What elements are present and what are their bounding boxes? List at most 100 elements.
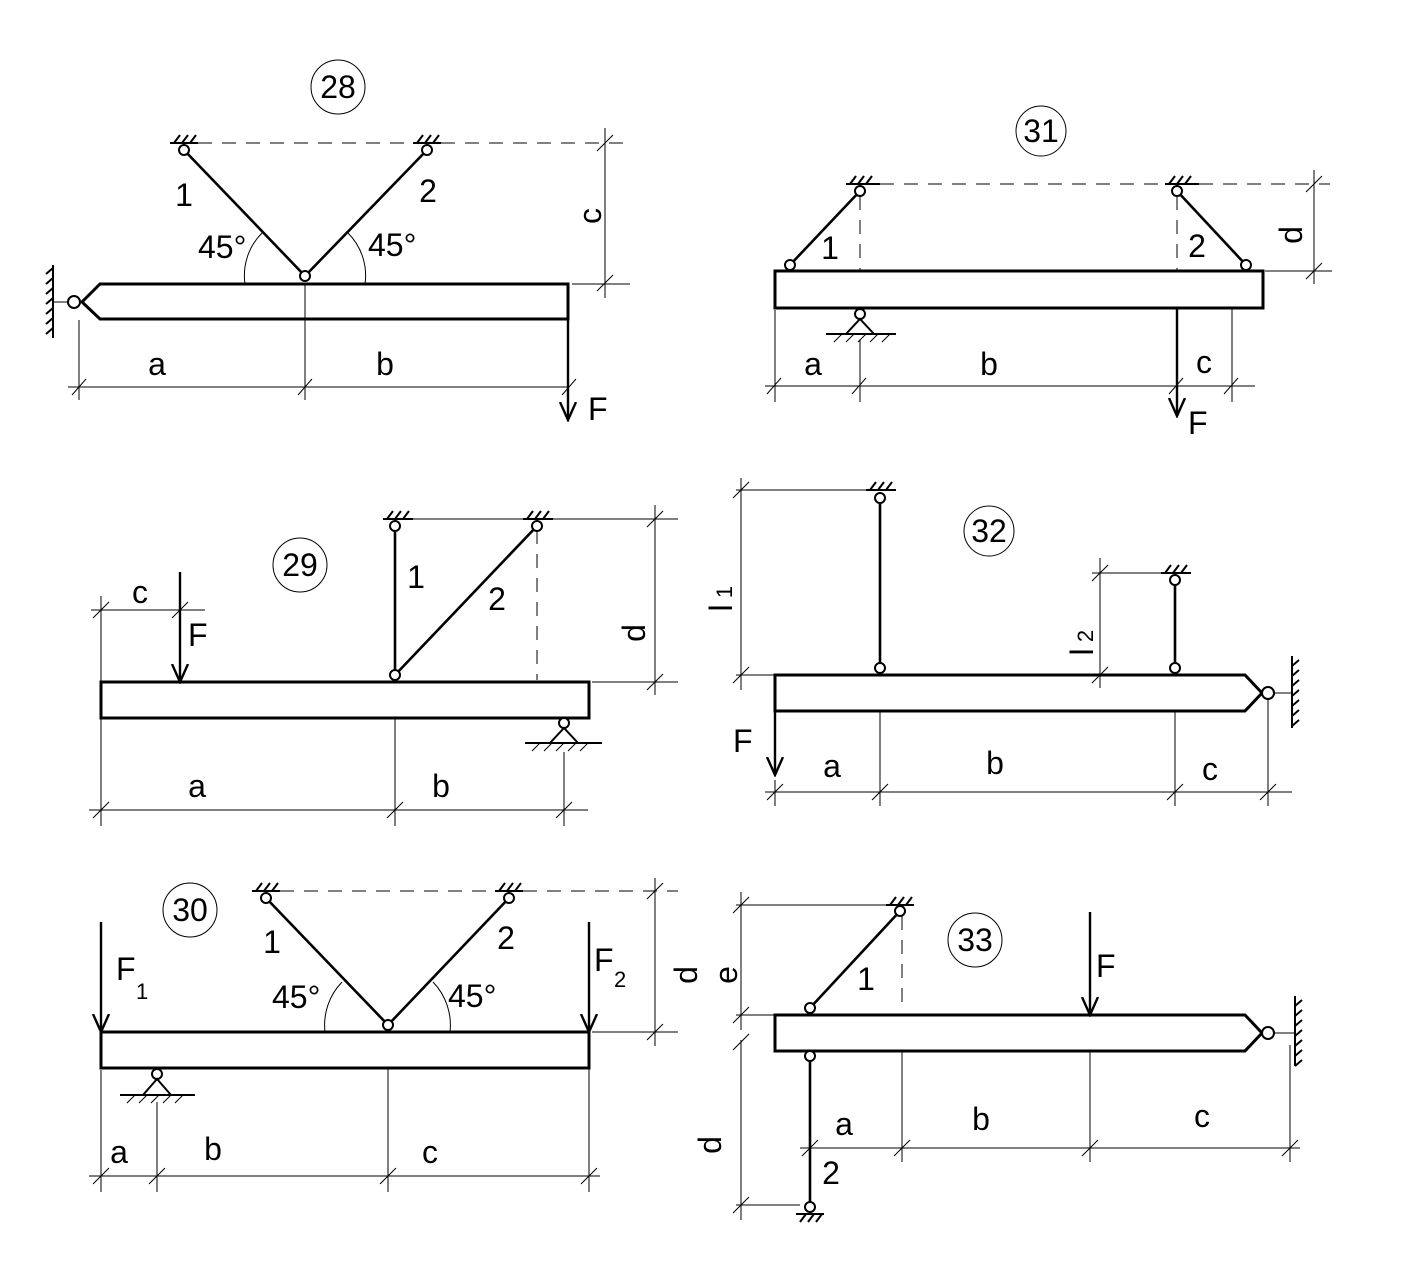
dim-ticks xyxy=(732,896,750,1024)
angle-arc-2 xyxy=(432,981,451,1033)
hinge xyxy=(1171,185,1183,197)
dim-label-a: a xyxy=(835,1106,853,1142)
dim-ticks xyxy=(92,1167,598,1185)
diagram-30: 30 1 2 45° 45° F 1 F 2 xyxy=(89,878,678,1192)
diagram-32: 32 F l 1 l 2 xyxy=(703,478,1300,806)
dim-label-c: c xyxy=(1194,1098,1210,1134)
diagram-28: 28 1 2 45° 45° F a b xyxy=(45,59,630,427)
dim-ticks xyxy=(596,134,614,292)
dim-label-a: a xyxy=(804,346,822,382)
rod-label-2: 2 xyxy=(822,1155,840,1191)
dim-label-c: c xyxy=(132,574,148,610)
wall-hatching xyxy=(1294,999,1303,1067)
dim-label-d-bottom: d xyxy=(692,1136,728,1154)
dim-ticks xyxy=(766,377,1239,395)
diagram-number-circle xyxy=(272,537,328,593)
hinge xyxy=(874,662,886,674)
ceiling-support-1 xyxy=(252,882,280,892)
dim-ticks xyxy=(766,783,1277,801)
ceiling-support-2 xyxy=(523,510,553,520)
ground-hatching xyxy=(531,742,589,752)
hinge xyxy=(503,892,515,904)
force-label: F xyxy=(588,391,608,427)
dim-ticks xyxy=(92,801,573,819)
force-label-1-subscript: 1 xyxy=(136,979,148,1004)
dim-label-b: b xyxy=(204,1131,222,1167)
dim-label-c: c xyxy=(1196,344,1212,380)
rod-label-1: 1 xyxy=(821,230,839,266)
ground-support-2 xyxy=(796,1213,824,1223)
dim-label-d-top: d xyxy=(668,966,704,984)
diagram-29: 29 1 2 F c a b xyxy=(89,505,678,826)
hinge xyxy=(894,905,906,917)
hinge xyxy=(389,520,401,532)
wall-hinge xyxy=(1261,1026,1275,1040)
rod-label-2: 2 xyxy=(488,581,506,617)
hinge xyxy=(1240,259,1252,271)
angle-label-1: 45° xyxy=(198,229,246,265)
dim-label-l2-subscript: 2 xyxy=(1073,630,1098,642)
ground-hatching xyxy=(126,1094,184,1104)
hinge xyxy=(299,270,311,282)
diagram-number-circle xyxy=(310,59,366,115)
force-label: F xyxy=(1096,948,1116,984)
ceiling-support-1 xyxy=(846,175,880,185)
rod-label-2: 2 xyxy=(497,920,515,956)
support-hinge xyxy=(854,308,866,320)
beam xyxy=(773,673,1265,713)
hinge xyxy=(784,259,796,271)
angle-label-2: 45° xyxy=(448,978,496,1014)
diagram-number-circle xyxy=(963,505,1015,557)
hinge xyxy=(1169,662,1181,674)
rod-2 xyxy=(304,149,428,277)
support-triangle xyxy=(142,1077,172,1096)
ceiling-support-2 xyxy=(495,882,523,892)
diagram-number: 29 xyxy=(282,547,318,583)
hinge xyxy=(874,492,886,504)
beam xyxy=(99,1030,591,1070)
diagram-31: 31 1 2 F a b c d xyxy=(765,105,1332,441)
diagram-number-circle xyxy=(947,912,1003,968)
dim-label-b: b xyxy=(376,346,394,382)
force-label-1: F xyxy=(116,951,136,987)
hinge xyxy=(804,1050,816,1062)
dim-label-b: b xyxy=(432,768,450,804)
dim-ticks xyxy=(646,510,664,691)
beam xyxy=(99,680,591,720)
wall-hatching xyxy=(1291,659,1300,727)
rod-1 xyxy=(183,149,306,277)
force-label-2: F xyxy=(594,942,614,978)
rod-label-2: 2 xyxy=(419,173,437,209)
rod-2 xyxy=(394,525,538,676)
dim-label-d: d xyxy=(616,624,652,642)
diagram-number-circle xyxy=(1015,105,1067,157)
hinge xyxy=(260,892,272,904)
angle-label-2: 45° xyxy=(368,227,416,263)
dim-ticks xyxy=(1091,564,1109,684)
angle-label-1: 45° xyxy=(272,979,320,1015)
dim-label-b: b xyxy=(972,1101,990,1137)
dim-label-c: c xyxy=(422,1134,438,1170)
hinge xyxy=(804,1201,816,1213)
force-label: F xyxy=(1188,405,1208,441)
ceiling-support-2 xyxy=(413,134,441,144)
dim-label-l1-subscript: 1 xyxy=(712,586,737,598)
rod-1 xyxy=(265,897,389,1026)
ceiling-support-1 xyxy=(170,134,198,144)
dim-label-a: a xyxy=(188,768,206,804)
diagram-33: 33 1 2 F d e d xyxy=(668,892,1303,1223)
angle-arc-2 xyxy=(347,232,367,285)
hinge xyxy=(854,185,866,197)
dim-label-l2: l xyxy=(1064,648,1100,655)
dim-ticks xyxy=(646,882,664,1041)
angle-arc-1 xyxy=(324,981,343,1033)
hinge xyxy=(1169,574,1181,586)
rod-2 xyxy=(1176,190,1247,266)
beam xyxy=(773,269,1265,310)
wall-hatching xyxy=(45,267,54,335)
diagram-number: 32 xyxy=(971,513,1007,549)
hinge xyxy=(421,144,433,156)
dim-label-a: a xyxy=(823,748,841,784)
